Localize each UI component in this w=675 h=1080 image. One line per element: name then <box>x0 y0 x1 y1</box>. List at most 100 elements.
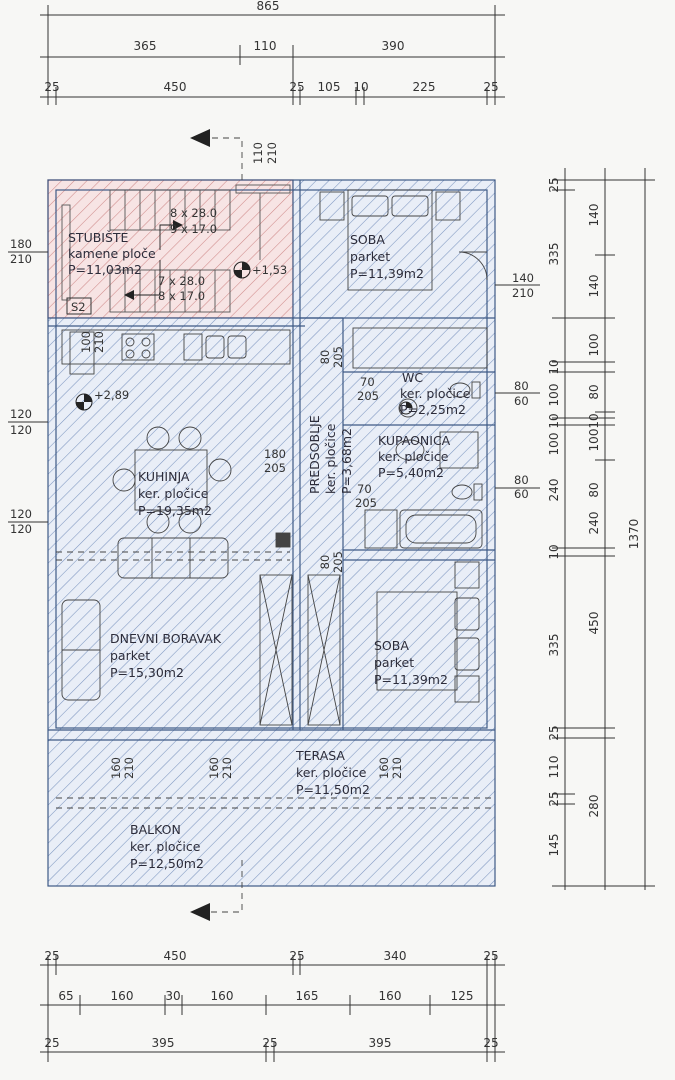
room-terasa: TERASA ker. pločice P=11,50m2 <box>295 748 370 797</box>
opening-terrace-2-b: 210 <box>220 757 234 779</box>
svg-text:P=11,50m2: P=11,50m2 <box>296 782 370 797</box>
opening-soba-window-b: 210 <box>512 286 534 300</box>
stair-flight-3: 7 x 28.0 <box>158 274 205 288</box>
level-marker-icon <box>399 401 413 415</box>
dim-outer-5: 280 <box>587 795 601 818</box>
dim-right-11: 10 <box>547 544 561 559</box>
room-dnevni-boravak: DNEVNI BORAVAK parket P=15,30m2 <box>110 631 222 680</box>
dim-right-8: 10 <box>587 413 601 428</box>
room-predsoblje: PREDSOBLJE ker. pločice P=3,68m2 <box>307 415 354 494</box>
dim-top-9: 225 <box>413 80 436 94</box>
section-arrow-icon <box>190 129 210 147</box>
svg-text:DNEVNI BORAVAK: DNEVNI BORAVAK <box>110 631 222 646</box>
stair-tag: S2 <box>71 300 86 314</box>
dim-outer-4: 335 <box>547 634 561 657</box>
dimension-lines <box>8 5 655 1062</box>
dim-top-5: 450 <box>164 80 187 94</box>
opening-bath-window-a: 80 <box>514 473 529 487</box>
stair-area <box>47 179 294 319</box>
dim-bottom-1: 450 <box>164 949 187 963</box>
svg-text:PREDSOBLJE: PREDSOBLJE <box>307 415 322 494</box>
opening-wc-window-a: 80 <box>514 379 529 393</box>
opening-left-stair-b: 210 <box>10 252 32 266</box>
dim-right-10: 80 <box>587 482 601 497</box>
staircase <box>61 184 291 313</box>
dim-right-4: 100 <box>547 384 561 407</box>
opening-fridge-b: 210 <box>92 331 106 353</box>
opening-soba2-door-b: 205 <box>331 551 345 573</box>
dim-top-7: 105 <box>318 80 341 94</box>
dim-bottom-16: 25 <box>483 1036 498 1050</box>
dim-right-14: 110 <box>547 756 561 779</box>
opening-terrace-2-a: 160 <box>207 757 221 779</box>
dim-right-0: 25 <box>547 177 561 192</box>
svg-text:STUBIŠTE: STUBIŠTE <box>68 230 129 245</box>
svg-text:P=3,68m2: P=3,68m2 <box>339 428 354 494</box>
level-kitchen: +2,89 <box>94 388 129 402</box>
opening-soba2-door-a: 80 <box>318 555 332 570</box>
opening-terrace-3-b: 210 <box>390 757 404 779</box>
svg-text:BALKON: BALKON <box>130 822 181 837</box>
dim-right-12: 450 <box>587 612 601 635</box>
dim-bottom-0: 25 <box>44 949 59 963</box>
apartment-area-main <box>48 318 495 730</box>
opening-left-k2-b: 120 <box>10 522 32 536</box>
dashed-lines <box>56 137 495 913</box>
opening-wc-door-b: 205 <box>357 389 379 403</box>
dim-bottom-12: 25 <box>44 1036 59 1050</box>
room-balkon: BALKON ker. pločice P=12,50m2 <box>130 822 204 871</box>
opening-top-b: 210 <box>265 142 279 164</box>
dim-right-5: 10 <box>547 413 561 428</box>
svg-text:KUHINJA: KUHINJA <box>138 469 190 484</box>
svg-text:P=2,25m2: P=2,25m2 <box>400 402 466 417</box>
apartment-area <box>293 180 495 318</box>
room-kuhinja: KUHINJA ker. pločice P=19,35m2 <box>138 469 212 518</box>
dim-outer-6: 1370 <box>627 519 641 550</box>
furniture <box>61 189 488 726</box>
opening-left-stair-a: 180 <box>10 237 32 251</box>
svg-text:ker. pločice: ker. pločice <box>323 423 338 494</box>
dim-top-10: 25 <box>483 80 498 94</box>
terrace-area <box>48 730 495 800</box>
dim-right-3: 10 <box>547 359 561 374</box>
svg-text:SOBA: SOBA <box>374 638 409 653</box>
dim-outer-3: 240 <box>587 512 601 535</box>
opening-left-k1-b: 120 <box>10 423 32 437</box>
dim-bottom-5: 65 <box>58 989 73 1003</box>
dim-bottom-13: 395 <box>152 1036 175 1050</box>
svg-text:P=15,30m2: P=15,30m2 <box>110 665 184 680</box>
opening-bath-door-b: 205 <box>355 496 377 510</box>
dim-bottom-8: 160 <box>211 989 234 1003</box>
svg-text:P=19,35m2: P=19,35m2 <box>138 503 212 518</box>
stair-arrow-icon <box>124 290 134 300</box>
svg-text:P=11,39m2: P=11,39m2 <box>350 266 424 281</box>
room-stubiste: STUBIŠTE kamene ploče P=11,03m2 <box>68 230 156 277</box>
dim-outer-1: 100 <box>587 334 601 357</box>
walls <box>47 179 496 887</box>
level-stair: +1,53 <box>252 263 287 277</box>
stair-flight-1: 8 x 28.0 <box>170 206 217 220</box>
dim-bottom-2: 25 <box>289 949 304 963</box>
opening-terrace-3-a: 160 <box>377 757 391 779</box>
svg-text:ker. pločice: ker. pločice <box>130 839 201 854</box>
dim-right-15: 25 <box>547 791 561 806</box>
dim-right-13: 25 <box>547 725 561 740</box>
svg-text:ker. pločice: ker. pločice <box>296 765 367 780</box>
svg-text:parket: parket <box>374 655 414 670</box>
dim-top-4: 25 <box>44 80 59 94</box>
svg-text:WC: WC <box>402 370 423 385</box>
opening-hall-top-b: 205 <box>331 346 345 368</box>
dim-bottom-10: 160 <box>379 989 402 1003</box>
opening-hall-top-a: 80 <box>318 350 332 365</box>
dim-bottom-11: 125 <box>451 989 474 1003</box>
room-soba-1: SOBA parket P=11,39m2 <box>350 232 424 281</box>
level-marker-icon <box>75 393 93 411</box>
stair-arrow-icon <box>173 220 183 230</box>
dim-right-2: 140 <box>587 275 601 298</box>
opening-terrace-1-b: 210 <box>122 757 136 779</box>
opening-top-a: 110 <box>251 142 265 164</box>
dim-right-1: 140 <box>587 204 601 227</box>
opening-soba-window-a: 140 <box>512 271 534 285</box>
section-arrow-icon <box>190 903 210 921</box>
